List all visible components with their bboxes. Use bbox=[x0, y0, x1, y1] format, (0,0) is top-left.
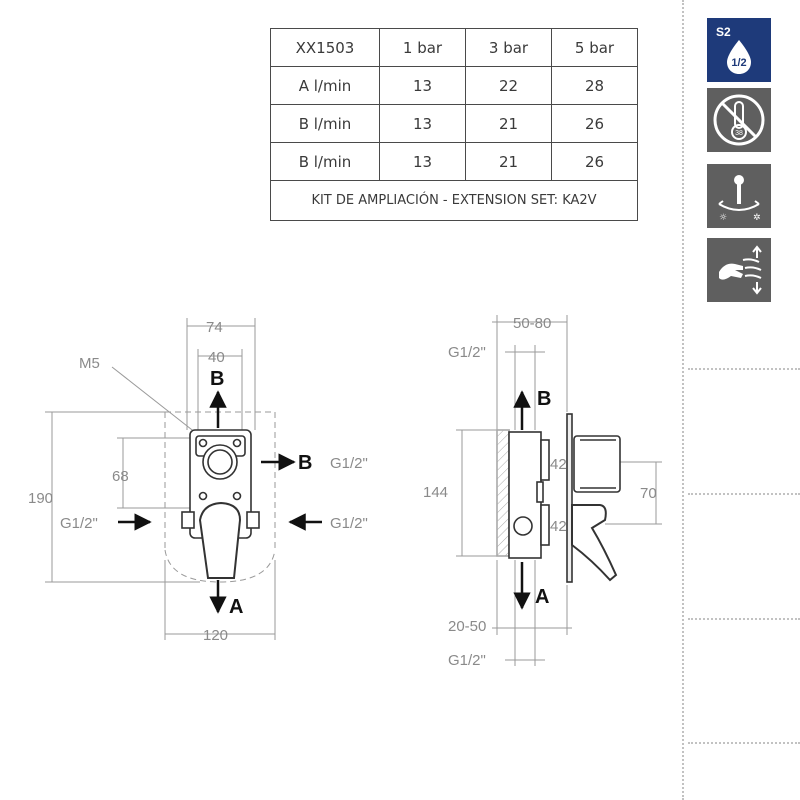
label-dim-50-80: 50-80 bbox=[513, 315, 551, 332]
badge-label-38: 38 bbox=[735, 130, 743, 137]
lever-handle-side bbox=[571, 504, 618, 582]
flow-rate-table: XX1503 1 bar 3 bar 5 bar A l/min 13 22 2… bbox=[270, 28, 638, 221]
wall-plate bbox=[566, 413, 573, 583]
label-thread-top: G1/2" bbox=[448, 344, 486, 361]
sidebar-separator bbox=[688, 493, 800, 495]
table-header-row: XX1503 1 bar 3 bar 5 bar bbox=[270, 28, 638, 67]
table-cell-model: XX1503 bbox=[270, 28, 380, 67]
badge-label-s2: S2 bbox=[716, 25, 731, 39]
water-drop-icon: S2 1/2 bbox=[716, 25, 751, 74]
table-footer-row: KIT DE AMPLIACIÓN - EXTENSION SET: KA2V bbox=[270, 180, 638, 221]
mixer-body-side bbox=[508, 431, 542, 559]
sidebar-separator bbox=[688, 368, 800, 370]
side-body bbox=[496, 413, 621, 583]
screw-hole bbox=[232, 438, 242, 448]
label-dim-74: 74 bbox=[206, 319, 223, 336]
upper-collar bbox=[540, 439, 550, 481]
side-port bbox=[513, 516, 533, 536]
label-outlet-b-right: B bbox=[298, 452, 312, 474]
lower-collar bbox=[540, 504, 550, 546]
label-dim-68: 68 bbox=[112, 468, 129, 485]
wall-box-outline bbox=[164, 411, 276, 550]
table-cell: 21 bbox=[465, 142, 552, 181]
table-row: A l/min 13 22 28 bbox=[270, 66, 638, 105]
upper-outlet-port-inner bbox=[207, 449, 233, 475]
table-row-label: B l/min bbox=[270, 104, 380, 143]
label-dim-40: 40 bbox=[208, 349, 225, 366]
sidebar-divider bbox=[682, 0, 684, 800]
label-side-outlet-a: A bbox=[535, 586, 549, 608]
hand-water-flow-icon bbox=[707, 238, 771, 302]
hot-cold-lever-icon: ☼ ✲ bbox=[707, 164, 771, 228]
table-row-label: B l/min bbox=[270, 142, 380, 181]
label-inlet-left: G1/2" bbox=[60, 515, 98, 532]
table-header-1bar: 1 bar bbox=[379, 28, 466, 67]
no-thermostat-38-icon: 38 bbox=[707, 88, 771, 152]
side-view bbox=[456, 315, 662, 666]
label-dim-120: 120 bbox=[203, 627, 228, 644]
badge-label-half: 1/2 bbox=[731, 57, 746, 69]
label-dim-190: 190 bbox=[28, 490, 53, 507]
label-dim-42-lower: 42 bbox=[550, 518, 567, 535]
table-cell: 26 bbox=[551, 142, 638, 181]
wall-box-bottom-arc bbox=[164, 549, 276, 583]
left-inlet-stub bbox=[181, 511, 195, 529]
connector bbox=[536, 481, 544, 503]
label-outlet-a-bottom: A bbox=[229, 596, 243, 618]
sidebar-separator bbox=[688, 742, 800, 744]
table-cell: 26 bbox=[551, 104, 638, 143]
label-outlet-b-top: B bbox=[210, 368, 224, 390]
m5-leader-line bbox=[111, 366, 197, 434]
label-dim-144: 144 bbox=[423, 484, 448, 501]
label-dim-42-upper: 42 bbox=[550, 456, 567, 473]
table-cell: 28 bbox=[551, 66, 638, 105]
label-side-outlet-b: B bbox=[537, 388, 551, 410]
right-inlet-stub bbox=[246, 511, 260, 529]
table-cell: 13 bbox=[379, 142, 466, 181]
table-cell: 21 bbox=[465, 104, 552, 143]
technical-drawing: 74 40 M5 190 68 120 G1/2" G1/2" G1/2" B … bbox=[28, 315, 662, 669]
label-inlet-right: G1/2" bbox=[330, 515, 368, 532]
front-arrows bbox=[118, 390, 322, 614]
front-body bbox=[181, 429, 260, 579]
table-header-5bar: 5 bar bbox=[551, 28, 638, 67]
table-cell: 22 bbox=[465, 66, 552, 105]
svg-text:✲: ✲ bbox=[753, 213, 761, 223]
lever-handle bbox=[198, 501, 242, 579]
label-m5: M5 bbox=[79, 355, 100, 372]
label-dim-70: 70 bbox=[640, 485, 657, 502]
table-row: B l/min 13 21 26 bbox=[270, 142, 638, 181]
sidebar-separator bbox=[688, 618, 800, 620]
label-dim-20-50: 20-50 bbox=[448, 618, 486, 635]
screw-hole bbox=[232, 491, 242, 501]
lever-temperature-icon: ☼ ✲ bbox=[718, 175, 761, 223]
table-cell: 13 bbox=[379, 104, 466, 143]
s2-half-water-saving-icon: S2 1/2 bbox=[707, 18, 771, 82]
table-row: B l/min 13 21 26 bbox=[270, 104, 638, 143]
front-view bbox=[45, 318, 276, 640]
wall-section-hatch bbox=[496, 429, 510, 557]
screw-hole bbox=[198, 438, 208, 448]
extension-set-note: KIT DE AMPLIACIÓN - EXTENSION SET: KA2V bbox=[270, 180, 638, 221]
diverter-knob bbox=[573, 435, 621, 493]
prohibited-thermometer-icon: 38 bbox=[713, 94, 765, 146]
svg-text:☼: ☼ bbox=[719, 213, 727, 223]
label-thread-bottom: G1/2" bbox=[448, 652, 486, 669]
hand-flow-icon bbox=[719, 245, 762, 295]
label-outlet-right-thread: G1/2" bbox=[330, 455, 368, 472]
screw-hole bbox=[198, 491, 208, 501]
